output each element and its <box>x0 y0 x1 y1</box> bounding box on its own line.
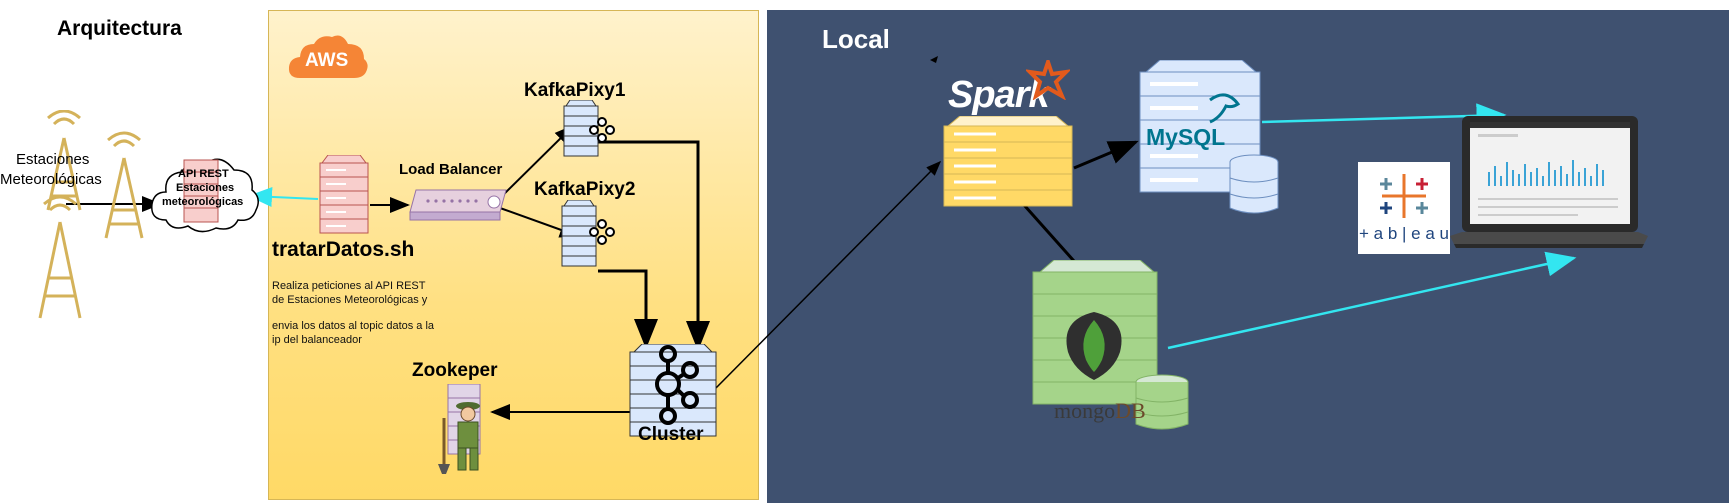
laptop-dashboard-icon <box>1450 116 1648 248</box>
zookeeper-label: Zookeper <box>412 360 498 381</box>
api-label-2: Estaciones <box>176 182 235 194</box>
mysql-label: MySQL <box>1146 124 1226 150</box>
antenna-towers-icon <box>38 110 144 319</box>
kafkapixy1-server-icon <box>563 100 615 157</box>
load-balancer-label: Load Balancer <box>399 161 503 178</box>
arrow-kafkapixy2-to-cluster <box>598 269 658 349</box>
script-name: tratarDatos.sh <box>272 238 415 261</box>
script-desc-4: ip del balanceador <box>272 334 362 346</box>
tableau-logo: + a b | e a u <box>1358 162 1450 254</box>
arrow-mysql-to-laptop <box>1261 103 1507 129</box>
arrow-spark-to-mysql <box>1073 140 1139 170</box>
spark-label: Spark <box>948 74 1050 116</box>
arrow-cluster-to-spark <box>711 160 942 393</box>
mongodb-server-icon <box>1032 260 1189 430</box>
local-title: Local <box>822 24 890 54</box>
kafka-cluster-icon <box>629 344 717 437</box>
script-desc-1: Realiza peticiones al API REST <box>272 280 426 292</box>
kafkapixy1-label: KafkaPixy1 <box>524 80 626 101</box>
aws-cloud-icon: AWS <box>286 32 370 84</box>
api-rest-cloud-icon <box>151 158 259 233</box>
api-label-3: meteorológicas <box>162 196 244 208</box>
zookeeper-icon <box>438 384 481 474</box>
mongodb-label-db: DB <box>1115 398 1146 423</box>
arrow-mongodb-to-laptop <box>1167 251 1577 350</box>
aws-badge-label: AWS <box>305 50 349 71</box>
tableau-cross-icon <box>1380 174 1428 218</box>
spark-star-icon <box>1026 60 1070 100</box>
load-balancer-icon <box>409 189 507 221</box>
kafkapixy2-server-icon <box>561 200 615 267</box>
kafkapixy2-label: KafkaPixy2 <box>534 179 636 200</box>
tableau-label: + a b | e a u <box>1359 224 1449 243</box>
api-label-1: API REST <box>178 168 229 180</box>
arrow-kafkapixy1-to-cluster <box>590 140 710 351</box>
stations-label-2: Meteorológicas <box>0 171 102 188</box>
mongodb-label: mongoDB <box>1054 398 1146 424</box>
mongodb-label-mongo: mongo <box>1054 398 1116 423</box>
stations-label-1: Estaciones <box>16 151 90 168</box>
arrow-script-to-api <box>248 186 319 207</box>
page-title: Arquitectura <box>57 17 182 40</box>
cluster-label: Cluster <box>638 424 704 445</box>
mysql-server-icon <box>1139 60 1279 214</box>
script-server-icon <box>319 155 369 234</box>
spark-logo: Spark <box>946 60 1076 120</box>
arrow-lb-to-kafkapixy1 <box>499 124 575 199</box>
script-desc-2: de Estaciones Meteorológicas y <box>272 294 428 306</box>
small-triangle-mark <box>930 56 938 63</box>
script-desc-3: envia los datos al topic datos a la <box>272 320 435 332</box>
spark-server-icon <box>943 116 1073 207</box>
